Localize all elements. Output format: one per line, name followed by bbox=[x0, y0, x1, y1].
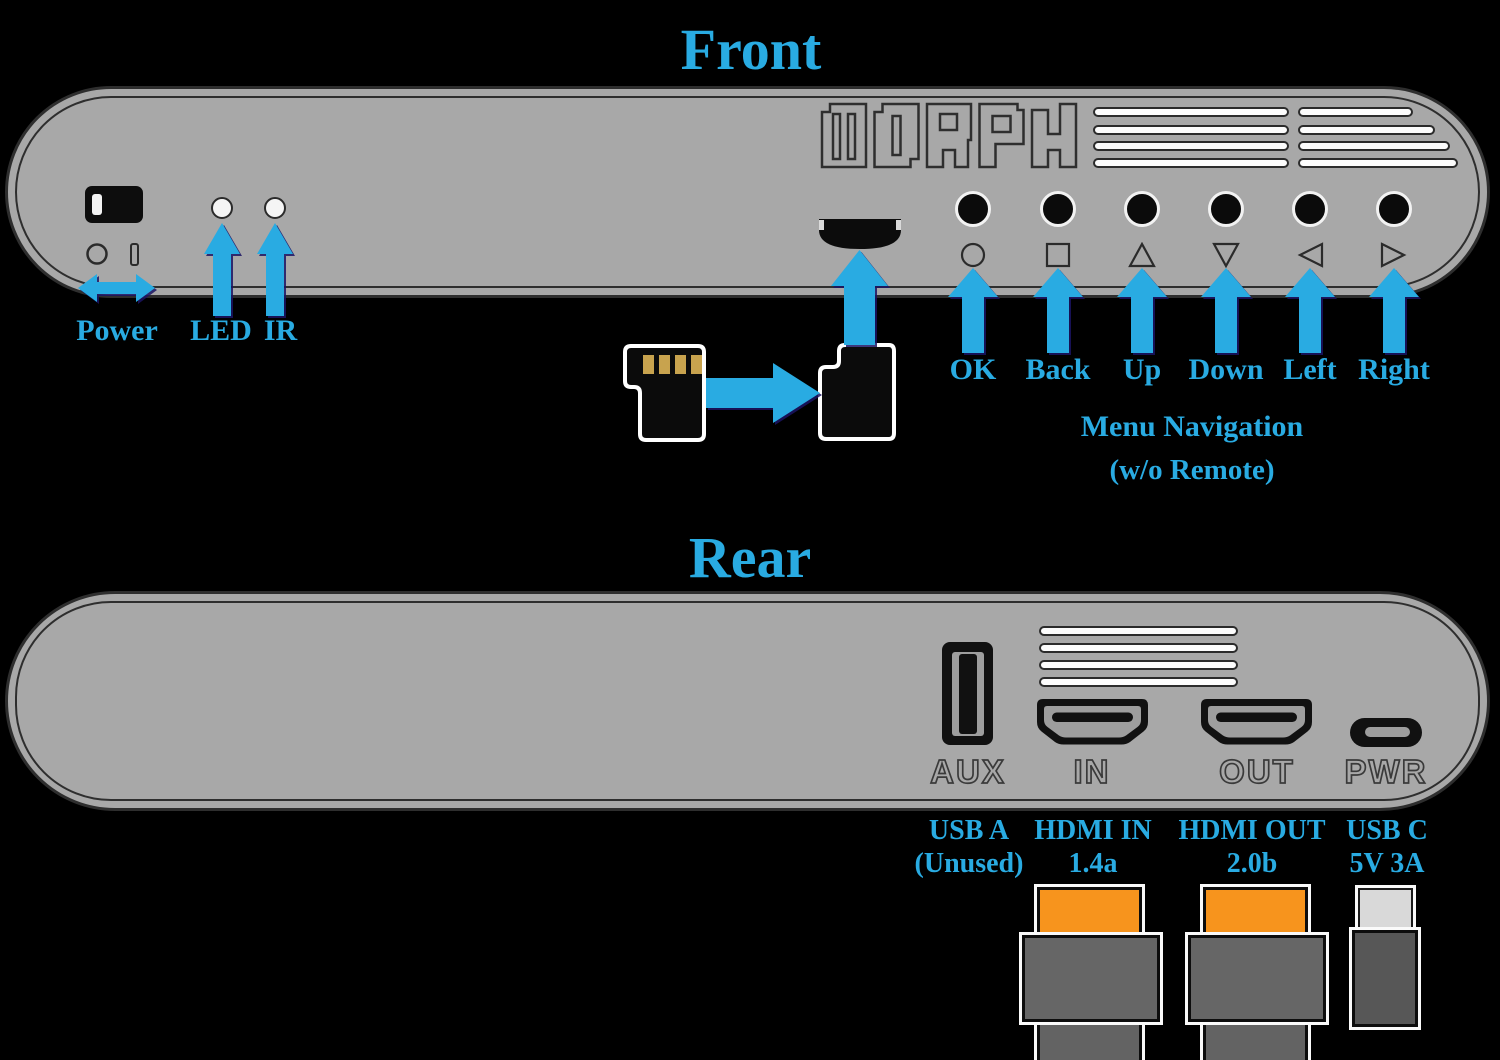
hdmi-out-connector-tip bbox=[1203, 887, 1308, 935]
nav-label-up: Up bbox=[1122, 353, 1162, 386]
triangle-down-symbol-icon bbox=[1212, 242, 1240, 268]
nav-label-down: Down bbox=[1188, 353, 1264, 386]
vent-slot bbox=[1039, 643, 1238, 653]
sd-card-slot[interactable] bbox=[817, 218, 903, 250]
nav-group-up: Up bbox=[1100, 180, 1184, 400]
power-off-symbol-icon bbox=[86, 243, 108, 265]
nav-group-left: Left bbox=[1268, 180, 1352, 400]
up-arrow-icon bbox=[948, 268, 998, 353]
front-device-body bbox=[5, 86, 1490, 298]
power-arrow-icon bbox=[78, 274, 155, 302]
up-button[interactable] bbox=[1124, 191, 1160, 227]
caption-hdmi-in: HDMI IN bbox=[1034, 815, 1152, 846]
vent-slot bbox=[1093, 158, 1289, 168]
port-label-in: IN bbox=[1073, 752, 1111, 791]
caption-hdmi-out-version: 2.0b bbox=[1226, 848, 1278, 879]
power-switch-indicator bbox=[92, 194, 102, 215]
circle-symbol-icon bbox=[960, 242, 986, 268]
nav-label-right: Right bbox=[1358, 353, 1430, 386]
sd-card-front bbox=[623, 344, 706, 442]
led-label: LED bbox=[190, 314, 252, 347]
nav-label-left: Left bbox=[1283, 353, 1337, 386]
hdmi-out-connector-cable bbox=[1203, 1022, 1308, 1060]
power-on-symbol-icon bbox=[130, 243, 139, 266]
port-label-aux: AUX bbox=[929, 752, 1006, 791]
nav-group-back: Back bbox=[1016, 180, 1100, 400]
vent-slot bbox=[1039, 626, 1238, 636]
vent-slot bbox=[1298, 141, 1450, 151]
hdmi-in-port[interactable] bbox=[1037, 699, 1148, 745]
nav-label-ok: OK bbox=[949, 353, 997, 386]
nav-group-down: Down bbox=[1184, 180, 1268, 400]
hdmi-in-connector-cable bbox=[1037, 1022, 1142, 1060]
vent-slot bbox=[1093, 141, 1289, 151]
front-section-title: Front bbox=[680, 17, 822, 82]
back-button[interactable] bbox=[1040, 191, 1076, 227]
led-indicator bbox=[211, 197, 233, 219]
vent-slot bbox=[1039, 660, 1238, 670]
triangle-right-symbol-icon bbox=[1380, 242, 1407, 268]
vent-slot bbox=[1298, 107, 1413, 117]
morph-logo bbox=[820, 102, 1078, 169]
caption-usb-c: USB C bbox=[1346, 815, 1428, 846]
usb-c-port-slot bbox=[1365, 727, 1410, 737]
ir-arrow-icon bbox=[257, 223, 293, 316]
nav-label-back: Back bbox=[1025, 353, 1091, 386]
caption-hdmi-in-version: 1.4a bbox=[1068, 848, 1118, 879]
hdmi-in-connector-tip bbox=[1037, 887, 1142, 935]
triangle-up-symbol-icon bbox=[1128, 242, 1156, 268]
caption-usb-a: USB A bbox=[928, 815, 1010, 846]
sd-insert-right-arrow-icon bbox=[706, 363, 820, 423]
ok-button[interactable] bbox=[955, 191, 991, 227]
nav-group-right: Right bbox=[1352, 180, 1436, 400]
up-arrow-icon bbox=[1201, 268, 1251, 353]
port-label-out: OUT bbox=[1218, 752, 1295, 791]
rear-section-title: Rear bbox=[688, 525, 812, 590]
vent-slot bbox=[1039, 677, 1238, 687]
nav-group-ok: OK bbox=[931, 180, 1015, 400]
port-label-pwr: PWR bbox=[1344, 752, 1428, 791]
ir-label: IR bbox=[263, 314, 298, 347]
right-button[interactable] bbox=[1376, 191, 1412, 227]
caption-usb-a-note: (Unused) bbox=[914, 848, 1024, 879]
triangle-left-symbol-icon bbox=[1297, 242, 1324, 268]
ir-sensor bbox=[264, 197, 286, 219]
vent-slot bbox=[1298, 158, 1458, 168]
power-label: Power bbox=[76, 314, 158, 347]
hdmi-in-connector-body bbox=[1022, 935, 1160, 1022]
sd-insert-up-arrow-icon bbox=[831, 250, 888, 345]
up-arrow-icon bbox=[1285, 268, 1335, 353]
up-arrow-icon bbox=[1117, 268, 1167, 353]
usb-c-connector-tip bbox=[1358, 888, 1413, 932]
down-button[interactable] bbox=[1208, 191, 1244, 227]
up-arrow-icon bbox=[1369, 268, 1419, 353]
vent-slot bbox=[1298, 125, 1435, 135]
sd-card-back bbox=[818, 343, 896, 441]
nav-caption-line2: (w/o Remote) bbox=[1109, 454, 1275, 486]
nav-caption-line1: Menu Navigation bbox=[1080, 410, 1304, 443]
caption-hdmi-out: HDMI OUT bbox=[1178, 815, 1326, 846]
vent-slot bbox=[1093, 125, 1289, 135]
vent-slot bbox=[1093, 107, 1289, 117]
hdmi-out-connector-body bbox=[1188, 935, 1326, 1022]
usb-c-connector-body bbox=[1352, 930, 1418, 1027]
up-arrow-icon bbox=[1033, 268, 1083, 353]
hdmi-out-port[interactable] bbox=[1201, 699, 1312, 745]
led-arrow-icon bbox=[204, 223, 240, 316]
left-button[interactable] bbox=[1292, 191, 1328, 227]
caption-usb-c-power: 5V 3A bbox=[1349, 848, 1425, 879]
usb-a-port-tongue bbox=[959, 654, 977, 734]
square-symbol-icon bbox=[1045, 242, 1071, 268]
